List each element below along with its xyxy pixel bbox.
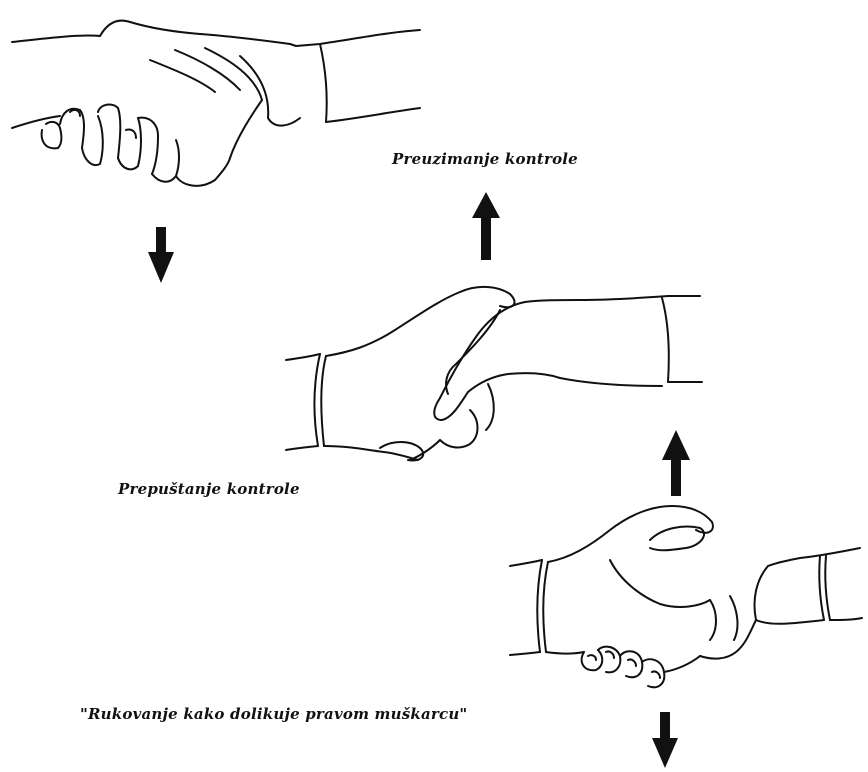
handshake-yielding-illustration [11,19,421,187]
arrow-down-right-icon [652,712,678,768]
arrow-down-left-icon [148,227,174,283]
caption-taking-control: Preuzimanje kontrole [392,150,578,168]
caption-proper-handshake: "Rukovanje kako dolikuje pravom muškarcu… [80,705,468,723]
caption-yielding-control: Prepuštanje kontrole [118,480,300,498]
handshake-proper-illustration [509,505,863,689]
arrow-up-right-icon [662,430,690,496]
handshake-taking-control-illustration [285,286,703,462]
arrow-up-center-icon [472,192,500,260]
